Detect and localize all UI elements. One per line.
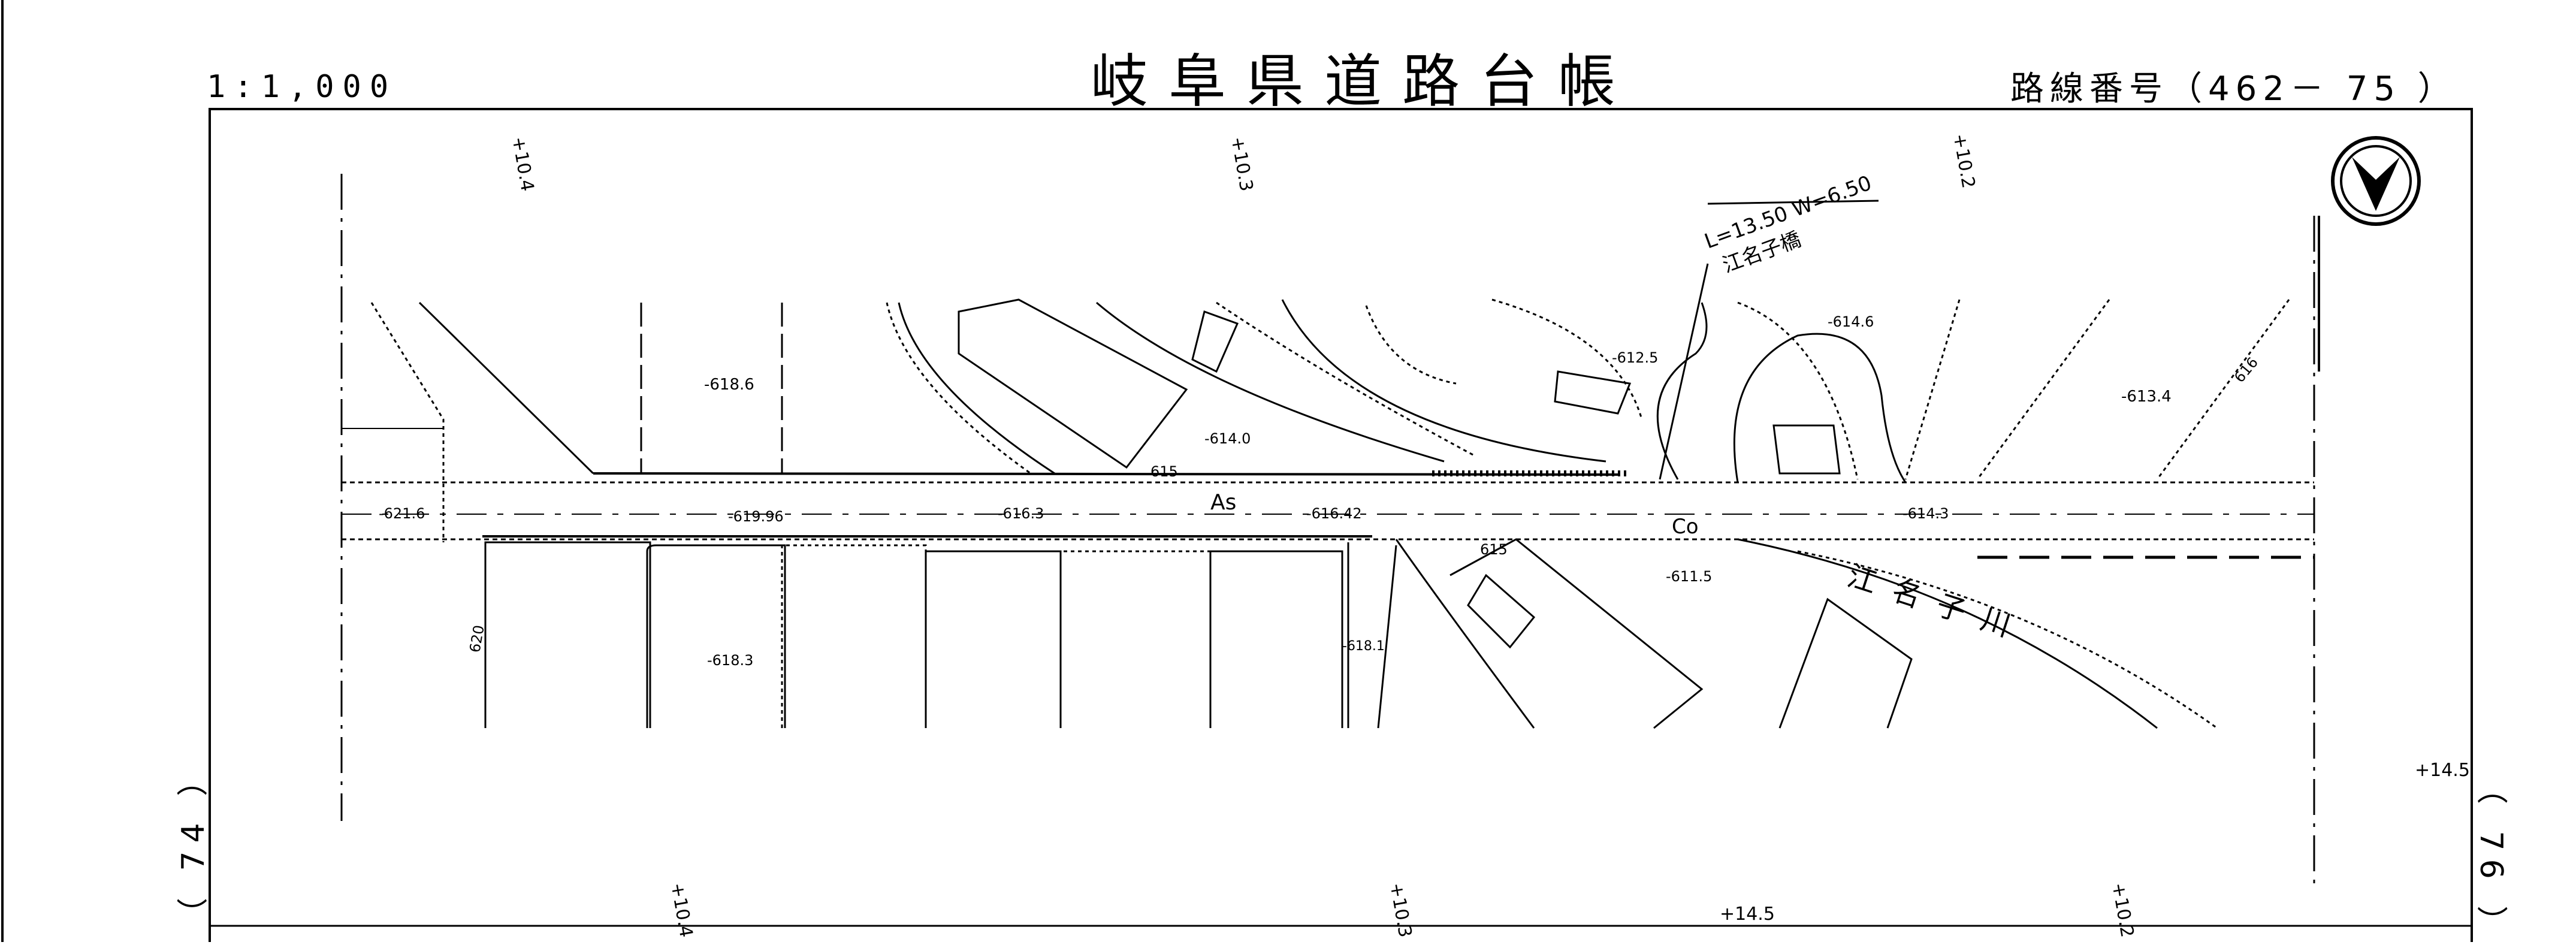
elevation-label: -614.3: [1902, 505, 1949, 522]
elevation-label: -614.0: [1204, 430, 1251, 447]
station-bottom-4: +10.2: [2107, 881, 2137, 939]
elevation-label: -619.96: [728, 508, 784, 525]
station-bottom-3: +14.5: [1720, 904, 1775, 925]
map-frame: [209, 108, 2473, 942]
elevation-label: -618.1: [1342, 639, 1385, 654]
parcels-left: [342, 301, 1349, 728]
elevation-label: -618.6: [704, 376, 754, 394]
parcels-middle: [886, 298, 1643, 476]
elevation-label: -614.6: [1828, 313, 1874, 330]
north-arrow-icon: [2331, 136, 2421, 226]
surface-co-label: Co: [1672, 515, 1699, 539]
sheet-title: 岐阜県道路台帳: [1091, 48, 1636, 115]
station-bottom-2: +10.3: [1385, 881, 1415, 939]
route-number: 路線番号（462－ 75 ）: [2010, 70, 2457, 108]
station-top-1: +10.4: [508, 135, 537, 193]
surface-as-label: As: [1210, 490, 1236, 515]
road-edges: [342, 472, 2314, 541]
contour-label: 615: [1150, 463, 1178, 480]
station-right: +14.5: [2415, 760, 2470, 781]
contour-label: 615: [1480, 541, 1508, 558]
contour-label: 616: [2231, 354, 2261, 386]
scale-label: 1:1,000: [207, 69, 397, 105]
river-name-label: 江名子川: [1843, 559, 2031, 649]
elevation-label: -611.5: [1666, 568, 1712, 585]
elevation-label: -612.5: [1612, 349, 1658, 366]
elevation-label: -613.4: [2121, 388, 2172, 406]
station-top-2: +10.3: [1227, 135, 1257, 193]
elevation-label: -618.3: [707, 652, 753, 669]
elevation-label: -621.6: [379, 505, 425, 522]
station-bottom-1: +10.4: [666, 881, 696, 939]
elevation-label: -616.42: [1306, 505, 1362, 522]
bridge-area: [1377, 200, 2314, 729]
elevation-label: -616.3: [998, 505, 1044, 522]
station-top-3: +10.2: [1949, 132, 1979, 190]
